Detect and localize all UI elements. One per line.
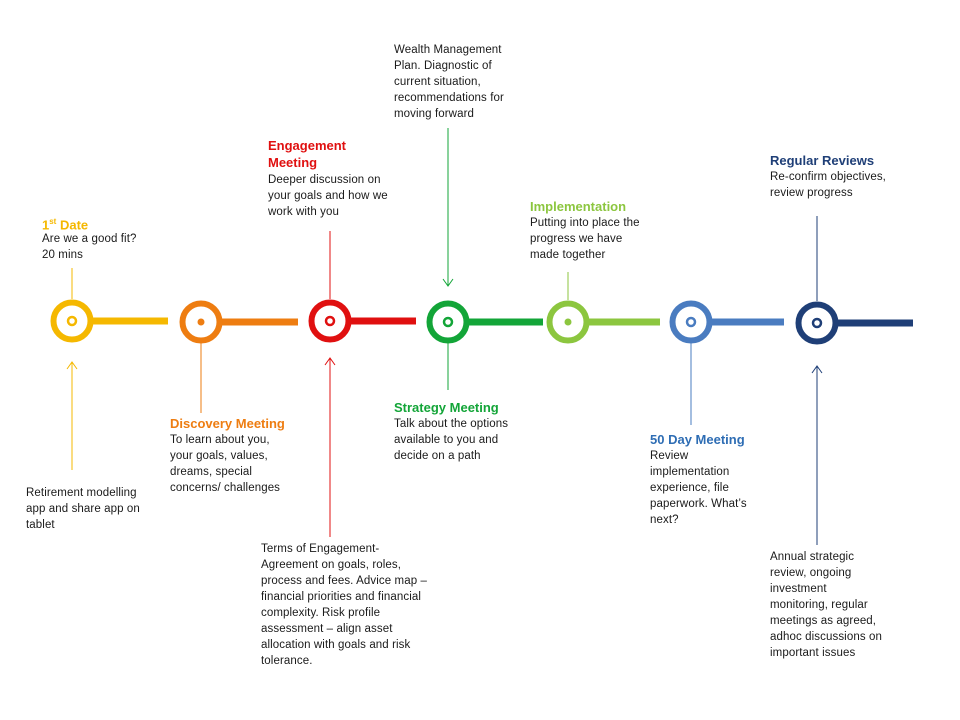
stage-strategy-description: Talk about the options available to you … [394,418,509,462]
stage-regular-reviews-description: Re-confirm objectives, review progress [770,171,886,199]
stage-engagement-title: Engagement Meeting [268,138,347,170]
stage-implementation-node [546,300,660,344]
stage-discovery-node [179,300,298,344]
stage-fifty-day-node [669,300,784,344]
stage-first-date-title: 1st Date [42,217,89,233]
stage-implementation-description: Putting into place the progress we have … [530,217,640,261]
stage-fifty-day-description: Review implementation experience, file p… [650,450,747,526]
stage-engagement-note: Terms of Engagement- Agreement on goals,… [261,543,428,667]
arrowhead-regular-reviews [811,365,823,374]
arrowhead-engagement [324,357,336,366]
stage-discovery-title: Discovery Meeting [170,416,285,431]
stage-strategy-node [426,300,543,344]
stage-engagement-node [308,299,416,343]
stage-strategy-title: Strategy Meeting [394,400,499,415]
stage-fifty-day-title: 50 Day Meeting [650,432,745,447]
stage-strategy-note: Wealth Management Plan. Diagnostic of cu… [394,44,504,120]
stage-regular-reviews-title: Regular Reviews [770,153,875,168]
stage-engagement-description: Deeper discussion on your goals and how … [268,174,388,218]
arrowhead-first-date [66,361,78,370]
stage-regular-reviews-note: Annual strategic review, ongoing investm… [770,551,882,659]
stage-implementation-title: Implementation [530,199,627,214]
stage-first-date-description: Are we a good fit? 20 mins [42,233,137,261]
stage-discovery-description: To learn about you, your goals, values, … [170,434,281,494]
stage-first-date-note: Retirement modelling app and share app o… [26,487,140,531]
stage-regular-reviews-node [795,301,913,345]
arrowhead-strategy [442,278,454,287]
stage-first-date-node [50,299,168,343]
